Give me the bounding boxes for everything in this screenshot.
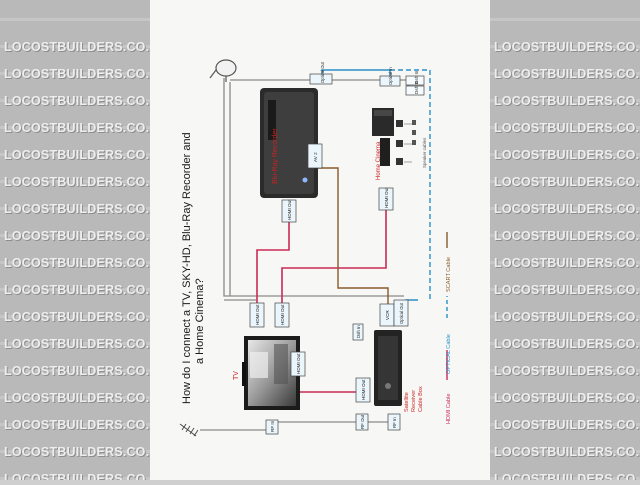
watermark-strip-right: LOCOSTBUILDERS.CO.UK LOCOSTBUILDERS.CO.U… xyxy=(490,0,640,480)
satellite-receiver xyxy=(374,330,402,406)
watermark-text: LOCOSTBUILDERS.CO.UK xyxy=(494,40,640,54)
tv-aerial-icon xyxy=(179,423,199,437)
legend-optical: OPTICAL Cable xyxy=(446,334,452,374)
watermark-text: LOCOSTBUILDERS.CO.UK xyxy=(494,445,640,459)
svg-text:RF Out: RF Out xyxy=(360,414,365,429)
svg-text:Optical Out: Optical Out xyxy=(320,61,325,83)
svg-text:Dsh In: Dsh In xyxy=(414,80,419,94)
watermark-text: LOCOSTBUILDERS.CO.UK xyxy=(4,121,150,135)
watermark-text: LOCOSTBUILDERS.CO.UK xyxy=(494,337,640,351)
svg-text:HDMI Out: HDMI Out xyxy=(361,379,366,400)
watermark-text: LOCOSTBUILDERS.CO.UK xyxy=(4,94,150,108)
satellite-dish-icon xyxy=(209,59,237,82)
svg-text:Dsh In: Dsh In xyxy=(356,325,361,338)
svg-text:AV 2: AV 2 xyxy=(313,152,318,162)
watermark-text: LOCOSTBUILDERS.CO.UK xyxy=(494,121,640,135)
watermark-text: LOCOSTBUILDERS.CO.UK xyxy=(4,202,150,216)
watermark-strip-left: LOCOSTBUILDERS.CO.UK LOCOSTBUILDERS.CO.U… xyxy=(0,0,150,480)
watermark-text: LOCOSTBUILDERS.CO.UK xyxy=(494,391,640,405)
blu-ray-label: Blu-Ray Recorder xyxy=(272,128,279,184)
watermark-text: LOCOSTBUILDERS.CO.UK xyxy=(494,256,640,270)
svg-text:HDMI Out: HDMI Out xyxy=(255,304,260,325)
svg-text:RF In: RF In xyxy=(270,420,275,432)
diagram-page: Blu-Ray Recorder Dsh In Dsh In Optical O… xyxy=(150,0,490,480)
svg-text:HDMI Out: HDMI Out xyxy=(280,304,285,325)
svg-text:Optical In: Optical In xyxy=(388,67,393,85)
watermark-text: LOCOSTBUILDERS.CO.UK xyxy=(494,229,640,243)
home-cinema-label: Home Cinema xyxy=(376,141,382,180)
watermark-text: LOCOSTBUILDERS.CO.UK xyxy=(4,175,150,189)
port-br-dsh-in: Dsh In xyxy=(405,70,425,86)
watermark-text: LOCOSTBUILDERS.CO.UK xyxy=(4,229,150,243)
watermark-text: LOCOSTBUILDERS.CO.UK xyxy=(4,418,150,432)
tv xyxy=(242,336,300,410)
port-hc-optical-in: Optical In xyxy=(379,67,401,87)
legend-hdmi: HDMI Cable xyxy=(446,394,452,424)
port-tv-hdmi-out-2: HDMI Out xyxy=(274,302,290,328)
connection-diagram: Blu-Ray Recorder Dsh In Dsh In Optical O… xyxy=(179,59,452,437)
tv-label: TV xyxy=(233,371,240,380)
port-br-optical-out: Optical Out xyxy=(309,61,333,85)
watermark-text: LOCOSTBUILDERS.CO.UK xyxy=(494,94,640,108)
watermark-text: LOCOSTBUILDERS.CO.UK xyxy=(494,283,640,297)
watermark-text: LOCOSTBUILDERS.CO.UK xyxy=(4,391,150,405)
svg-text:RF In: RF In xyxy=(392,417,397,428)
svg-text:HDMI Out: HDMI Out xyxy=(287,199,292,220)
svg-text:Optical Out: Optical Out xyxy=(399,302,404,324)
port-sat-vcr: VCR xyxy=(379,303,395,327)
watermark-text: LOCOSTBUILDERS.CO.UK xyxy=(4,40,150,54)
home-cinema xyxy=(372,108,416,166)
watermark-text: LOCOSTBUILDERS.CO.UK xyxy=(4,364,150,378)
port-sat-rf-in: RF In xyxy=(387,413,401,431)
watermark-text: LOCOSTBUILDERS.CO.UK xyxy=(494,148,640,162)
watermark-text: LOCOSTBUILDERS.CO.UK xyxy=(4,256,150,270)
speaker-cables-label: Speaker cables xyxy=(422,137,427,168)
svg-text:Dsh In: Dsh In xyxy=(414,70,419,84)
legend: HDMI Cable OPTICAL Cable SCART Cable xyxy=(446,232,452,424)
port-sat-hdmi-out: HDMI Out xyxy=(355,377,371,403)
diagram-title: How do I connect a TV, SKY-HD, Blu-Ray R… xyxy=(181,129,206,404)
svg-text:HDMI Out: HDMI Out xyxy=(296,353,301,374)
port-br-dsh-in-2: Dsh In xyxy=(405,80,425,96)
port-hc-hdmi-out: HDMI Out xyxy=(378,187,394,211)
watermark-text: LOCOSTBUILDERS.CO.UK xyxy=(494,418,640,432)
svg-text:VCR: VCR xyxy=(385,310,390,320)
watermark-text: LOCOSTBUILDERS.CO.UK xyxy=(4,337,150,351)
port-br-hdmi-out: HDMI Out xyxy=(281,199,297,223)
blu-ray-recorder xyxy=(260,88,318,198)
watermark-text: LOCOSTBUILDERS.CO.UK xyxy=(494,472,640,480)
port-av2: AV 2 xyxy=(307,143,323,169)
watermark-text: LOCOSTBUILDERS.CO.UK xyxy=(4,148,150,162)
scart-cable xyxy=(315,167,389,304)
watermark-text: LOCOSTBUILDERS.CO.UK xyxy=(4,445,150,459)
port-sat-dsh-in: Dsh In xyxy=(352,323,364,341)
port-sat-optical-out: Optical Out xyxy=(393,299,409,327)
watermark-text: LOCOSTBUILDERS.CO.UK xyxy=(494,310,640,324)
watermark-text: LOCOSTBUILDERS.CO.UK xyxy=(4,472,150,480)
port-tv-rf-in: RF In xyxy=(265,419,279,435)
legend-scart: SCART Cable xyxy=(446,257,452,292)
watermark-text: LOCOSTBUILDERS.CO.UK xyxy=(4,283,150,297)
watermark-text: LOCOSTBUILDERS.CO.UK xyxy=(4,310,150,324)
port-sat-rf-out: RF Out xyxy=(355,413,369,431)
watermark-text: LOCOSTBUILDERS.CO.UK xyxy=(4,67,150,81)
watermark-text: LOCOSTBUILDERS.CO.UK xyxy=(494,175,640,189)
port-tv-hdmi-out-3: HDMI Out xyxy=(290,351,306,377)
watermark-text: LOCOSTBUILDERS.CO.UK xyxy=(494,67,640,81)
watermark-text: LOCOSTBUILDERS.CO.UK xyxy=(494,202,640,216)
port-tv-hdmi-out-1: HDMI Out xyxy=(249,302,265,328)
svg-text:HDMI Out: HDMI Out xyxy=(384,187,389,208)
watermark-text: LOCOSTBUILDERS.CO.UK xyxy=(494,364,640,378)
satellite-label: Satellite Receiver Cable Box xyxy=(404,386,424,412)
